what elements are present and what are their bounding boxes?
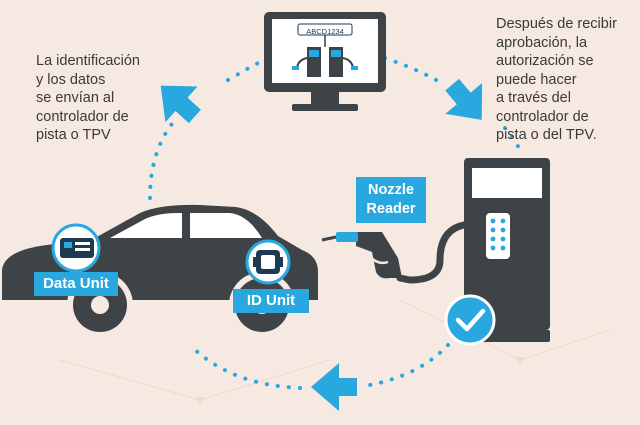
text-left-description: La identificación y los datos se envían …: [36, 53, 140, 143]
id-unit-device-icon: [245, 239, 291, 285]
data-unit-device-icon: [51, 223, 101, 273]
data-unit-label: Data Unit: [34, 272, 118, 296]
nozzle-icon: [321, 232, 402, 279]
mini-pump-right-icon: [329, 47, 358, 77]
mini-pump-left-icon: [292, 47, 321, 77]
text-right-description: Después de recibir aprobación, la autori…: [496, 16, 617, 143]
arrow-up-left: [160, 85, 201, 124]
plate-number: ABCD1234: [306, 27, 344, 36]
cycle-dotted-path: [148, 56, 522, 390]
fuel-dispenser-icon: [396, 158, 550, 342]
arrow-left: [311, 363, 357, 411]
nozzle-reader-label: Nozzle Reader: [356, 177, 426, 223]
check-badge-icon: [444, 294, 496, 346]
arrow-down-right: [445, 78, 483, 120]
monitor-icon: [264, 12, 386, 111]
id-unit-label: ID Unit: [233, 289, 309, 313]
